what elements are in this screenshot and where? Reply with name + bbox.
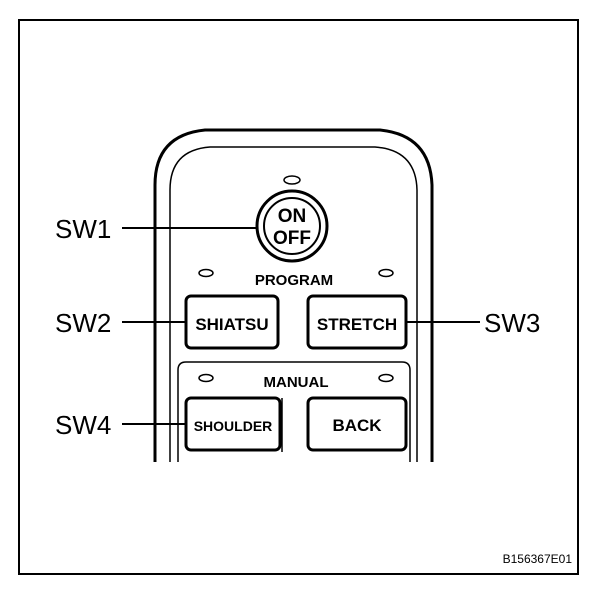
sw2-label: SW2	[55, 308, 111, 338]
power-button-outer-ring	[255, 189, 329, 263]
manual-section-title: MANUAL	[264, 374, 329, 391]
manual-right-led	[378, 373, 394, 383]
sw3-label: SW3	[484, 308, 540, 338]
power-button-label-off: OFF	[273, 228, 311, 249]
figure-code: B156367E01	[503, 552, 573, 566]
shiatsu-button-label: SHIATSU	[195, 315, 268, 334]
back-button[interactable]	[306, 396, 408, 452]
power-button[interactable]	[263, 197, 321, 255]
top-indicator-led	[283, 175, 301, 185]
shoulder-button-label: SHOULDER	[194, 418, 273, 434]
figure-frame	[18, 19, 579, 575]
manual-section-panel	[177, 361, 411, 462]
sw1-label: SW1	[55, 214, 111, 244]
remote-outer-body	[153, 128, 434, 462]
program-right-led	[378, 268, 394, 278]
manual-left-led	[198, 373, 214, 383]
power-button-label-on: ON	[278, 206, 307, 227]
remote-inner-face	[169, 146, 418, 462]
program-left-led	[198, 268, 214, 278]
stretch-button-label: STRETCH	[317, 315, 397, 334]
back-button-label: BACK	[332, 416, 382, 435]
sw4-label: SW4	[55, 410, 111, 440]
program-section-title: PROGRAM	[255, 272, 333, 289]
